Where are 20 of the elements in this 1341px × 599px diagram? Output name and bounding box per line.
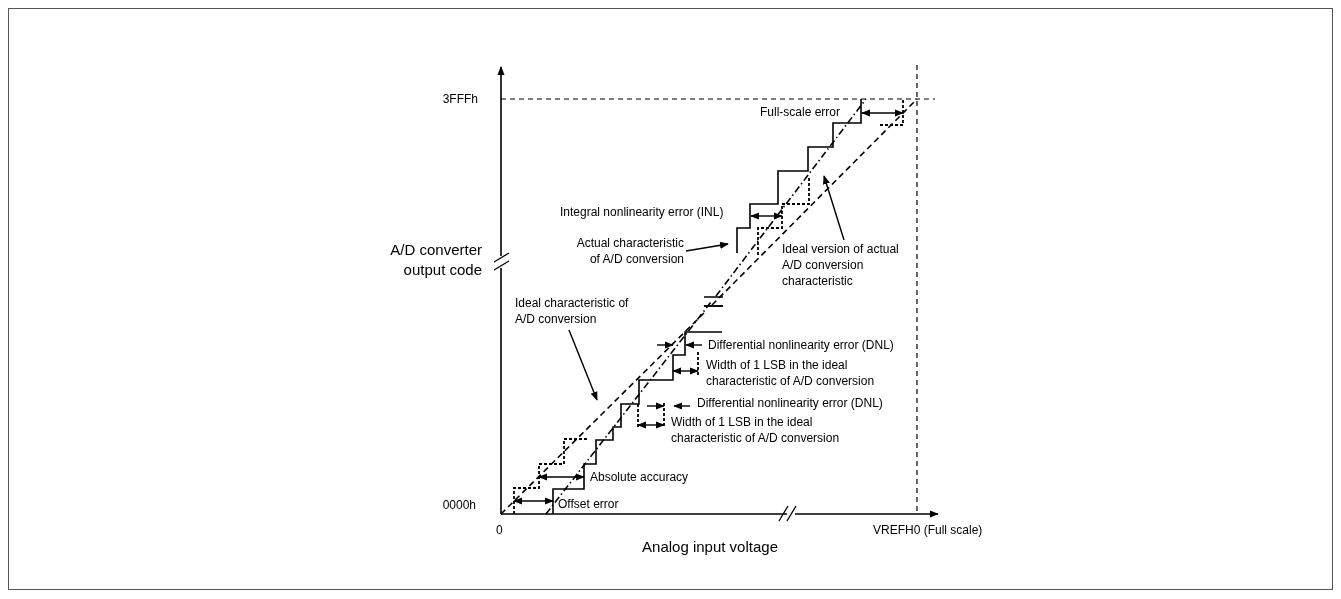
annotation-label: Differential nonlinearity error (DNL) bbox=[708, 337, 894, 353]
annotation-label: Full-scale error bbox=[760, 104, 840, 120]
callout-text: Actual characteristic of A/D conversion bbox=[566, 235, 684, 267]
annotation-label: Width of 1 LSB in the ideal characteristic of A/D conversion bbox=[706, 357, 876, 389]
leader-line bbox=[823, 175, 845, 241]
tick-label: 0000h bbox=[441, 497, 476, 513]
annotation-label: Width of 1 LSB in the ideal characteristic of A/D conversion bbox=[671, 414, 841, 446]
leader-line bbox=[568, 329, 598, 401]
annotation-label: Integral nonlinearity error (INL) bbox=[560, 204, 724, 220]
annotation-label: Differential nonlinearity error (DNL) bbox=[697, 395, 883, 411]
axis-title: A/D converter output code bbox=[389, 240, 482, 280]
tick-label: VREFH0 (Full scale) bbox=[873, 522, 983, 538]
tick-label: 3FFFh bbox=[441, 91, 478, 107]
leader-line bbox=[685, 241, 729, 252]
annotation-label: Absolute accuracy bbox=[590, 469, 689, 485]
callout-text: Ideal version of actual A/D conversion characteristic bbox=[782, 241, 920, 289]
tick-label: 0 bbox=[496, 522, 503, 538]
annotation-label: Offset error bbox=[558, 496, 619, 512]
axis-title: Analog input voltage bbox=[641, 538, 779, 556]
callout-text: Ideal characteristic of A/D conversion bbox=[515, 295, 649, 327]
